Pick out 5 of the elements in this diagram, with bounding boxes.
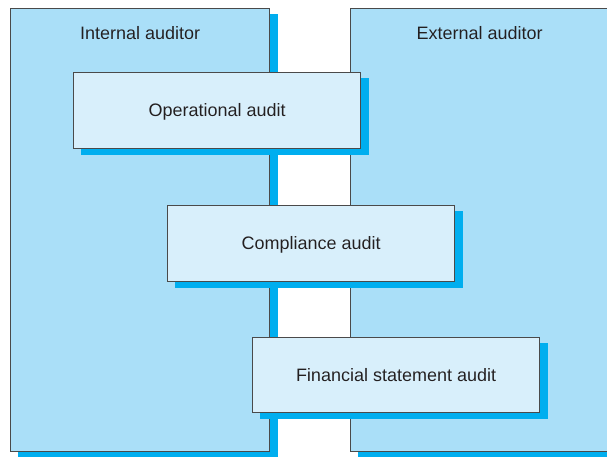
box-label: Compliance audit	[241, 233, 381, 254]
panel-title: Internal auditor	[80, 23, 200, 45]
panel-title: External auditor	[416, 23, 543, 45]
box-label: Operational audit	[148, 100, 286, 121]
box-label: Financial statement audit	[296, 364, 496, 386]
